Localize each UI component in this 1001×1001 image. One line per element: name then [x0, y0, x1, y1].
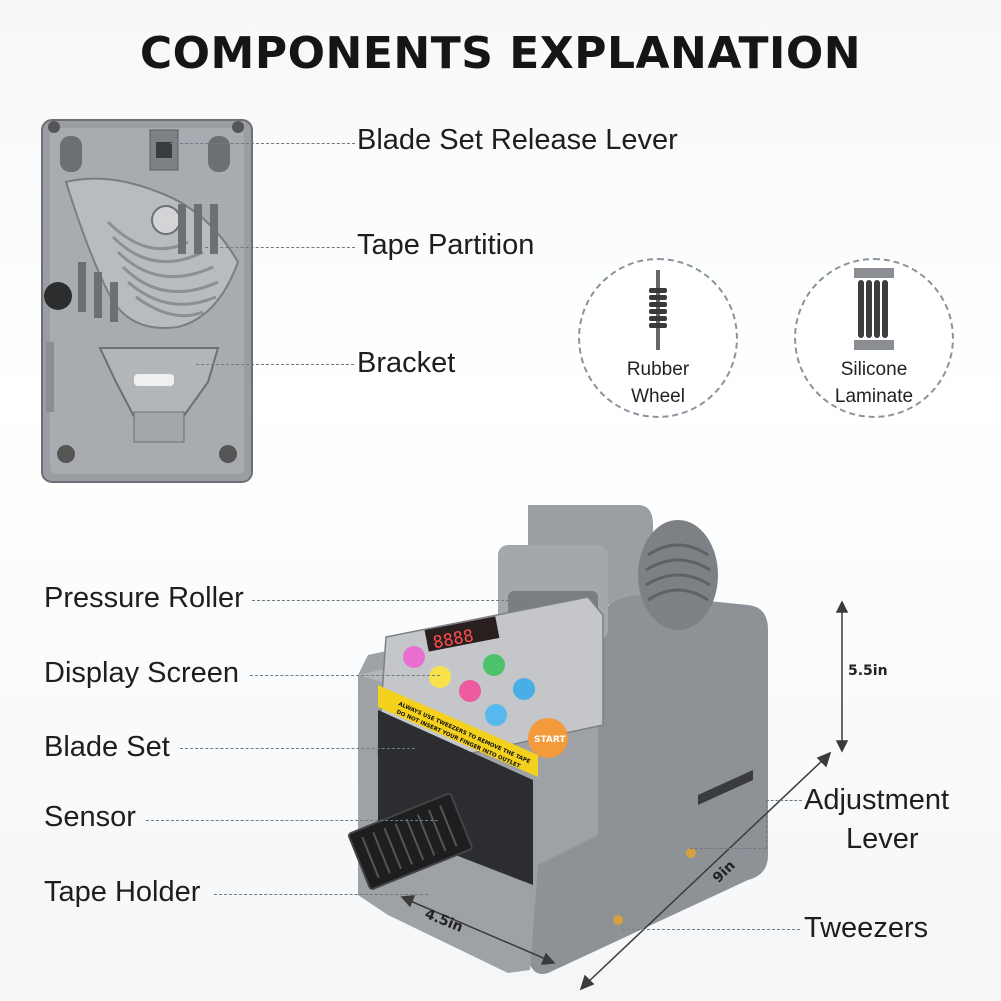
leader-sensor	[146, 820, 438, 821]
silicone-laminate-line2: Laminate	[834, 386, 914, 407]
tape-holder-shape[interactable]	[348, 792, 473, 890]
height-dimension-label: 5.5in	[848, 663, 888, 679]
leader-adjustment-lever-top	[766, 800, 802, 801]
tape-dispenser-image: 8888 START ALWAYS USE TWEEZERS TO REMOVE…	[348, 505, 768, 974]
page-title: COMPONENTS EXPLANATION	[139, 28, 862, 79]
leader-adjustment-lever-bottom	[690, 848, 766, 849]
label-pressure-roller: Pressure Roller	[44, 582, 244, 614]
leader-tape-holder	[214, 894, 428, 895]
rubber-wheel-callout: Rubber Wheel	[578, 258, 738, 418]
width-dimension-line	[407, 899, 549, 961]
label-tweezers: Tweezers	[804, 912, 929, 944]
label-blade-set-release-lever: Blade Set Release Lever	[357, 124, 678, 156]
silicone-laminate-line1: Silicone	[840, 359, 908, 380]
leader-tape-partition	[205, 247, 355, 248]
leader-bracket	[196, 364, 354, 365]
leader-blade-set	[180, 748, 415, 749]
label-tape-partition: Tape Partition	[357, 229, 535, 261]
rubber-wheel-icon	[649, 270, 667, 350]
start-button[interactable]	[528, 718, 568, 758]
rubber-wheel-line2: Wheel	[631, 386, 685, 407]
leader-tweezers	[622, 929, 800, 930]
silicone-laminate-icon	[854, 268, 894, 350]
label-adjustment-lever-line1: Adjustment	[804, 784, 950, 816]
silicone-laminate-callout: Silicone Laminate	[794, 258, 954, 418]
pink-button[interactable]	[459, 680, 481, 702]
green-button[interactable]	[483, 654, 505, 676]
internal-mechanism-image	[41, 119, 253, 483]
dimension-lines	[400, 600, 849, 991]
plus-button[interactable]	[403, 646, 425, 668]
length-dimension-line	[585, 757, 826, 985]
label-sensor: Sensor	[44, 801, 136, 833]
label-tape-holder: Tape Holder	[44, 876, 201, 908]
blue-button[interactable]	[513, 678, 535, 700]
cyan-button[interactable]	[485, 704, 507, 726]
yellow-button[interactable]	[429, 666, 451, 688]
label-adjustment-lever-line2: Lever	[846, 823, 919, 855]
leader-pressure-roller	[252, 600, 524, 601]
rubber-wheel-line1: Rubber	[626, 359, 690, 380]
leader-display-screen	[250, 675, 440, 676]
start-button-label: START	[534, 735, 566, 745]
leader-adjustment-lever-vertical	[766, 800, 767, 848]
leader-blade-set-release-lever	[170, 143, 355, 144]
label-blade-set: Blade Set	[44, 731, 170, 763]
label-bracket: Bracket	[357, 347, 456, 379]
label-display-screen: Display Screen	[44, 657, 240, 689]
